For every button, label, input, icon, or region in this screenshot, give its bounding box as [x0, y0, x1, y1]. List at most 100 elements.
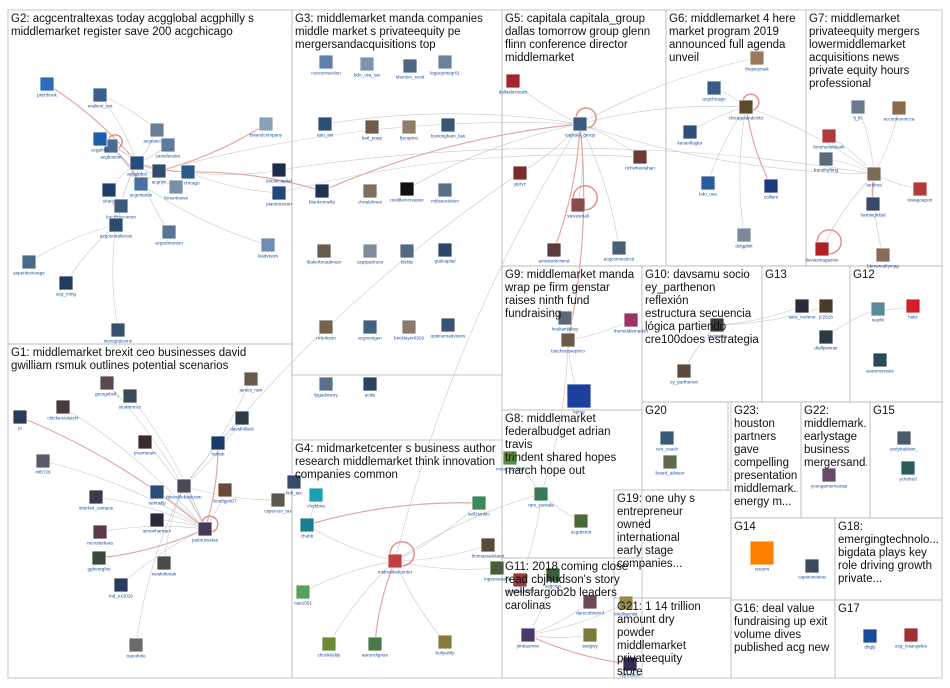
node-tranofolio[interactable]: tranofolio — [127, 637, 146, 659]
node-resilient_ent[interactable]: resilient_ent — [88, 87, 113, 109]
node-tarolma[interactable]: tarolma — [866, 166, 882, 188]
node-acgchicago[interactable]: acgchicago — [702, 80, 726, 102]
node-acgcentraltexas[interactable]: acgcentraltexas — [100, 217, 133, 239]
node-thomassaletaert[interactable]: thomassaletaert — [472, 537, 505, 559]
node-kenanflagler[interactable]: kenanflagler — [677, 124, 703, 146]
node-seanmorresie[interactable]: seanmorresie — [866, 352, 894, 374]
node-stevesmall[interactable]: stevesmall — [567, 197, 589, 219]
node-harbinglobal[interactable]: harbinglobal — [860, 196, 886, 218]
node-acgnatcapital[interactable]: acgnatcapital — [143, 122, 171, 144]
node-ind_ex2019[interactable]: ind_ex2019 — [109, 577, 133, 599]
node-bishlp[interactable]: bishlp — [399, 243, 415, 265]
node-backbaycomm[interactable]: backbaycomm — [106, 198, 136, 220]
node-ggheorghiu[interactable]: ggheorghiu — [88, 550, 111, 572]
node-gudcapital[interactable]: gudcapital — [435, 242, 456, 264]
node-aaronclignan[interactable]: aaronclignan — [362, 636, 389, 658]
node-midmarketcenter[interactable]: midmarketcenter — [378, 553, 413, 575]
node-ceoconnection[interactable]: ceoconnection — [311, 54, 341, 76]
node-tick_tax[interactable]: tick_tax — [286, 474, 302, 496]
node-cspencer_tax[interactable]: cspencer_tax — [264, 492, 292, 514]
node-bbmarealtymag[interactable]: bbmarealtymag — [867, 247, 899, 269]
node-tixasgoaporr[interactable]: tixasgoaporr — [907, 181, 933, 203]
node-camelendes[interactable]: camelendes — [156, 137, 181, 159]
node-loadvisors[interactable]: loadvisors — [258, 237, 279, 259]
node-chrtalehnes[interactable]: chrtalehnes — [358, 183, 383, 205]
node-board_advisor[interactable]: board_advisor — [655, 454, 685, 476]
node-mblssociation[interactable]: mblssociation — [431, 182, 459, 204]
node-acg_ming[interactable]: acg_ming — [56, 275, 76, 297]
node-hsbc[interactable]: hsbc — [905, 298, 921, 320]
node-fj_llc[interactable]: fj_llc — [850, 99, 866, 121]
node-sara_mohma[interactable]: sara_mohma — [789, 298, 816, 320]
node-mlb729[interactable]: mlb729 — [35, 453, 51, 475]
node-dhglp[interactable]: dhglp — [862, 628, 878, 650]
node-bdo_usa_tax[interactable]: bdo_usa_tax — [354, 56, 381, 78]
node-stuartnmcc[interactable]: stuartnmcc — [119, 388, 142, 410]
node-reuters[interactable]: reuters — [749, 540, 775, 572]
node-capitala_group[interactable]: capitala_group — [565, 116, 596, 138]
node-javierelio[interactable]: javierelio — [707, 317, 727, 339]
node-aspenbeverage[interactable]: aspenbeverage — [13, 254, 45, 276]
node-bdo_usa[interactable]: bdo_usa — [699, 175, 717, 197]
node-chubbna[interactable]: chubbna — [307, 487, 325, 509]
node-acgcmn[interactable]: acgcmn — [545, 567, 562, 589]
node-acgphilly[interactable]: acgphilly — [91, 131, 110, 153]
node-chubb[interactable]: chubb — [299, 517, 315, 539]
node-cbjhudson[interactable]: cbjhudson — [620, 656, 641, 678]
node-bisandcompany[interactable]: bisandcompany — [250, 116, 283, 138]
node-davidhillard[interactable]: davidhillard — [230, 410, 254, 432]
node-recruiterkara[interactable]: recruiterkara — [87, 524, 113, 546]
node-ukacg[interactable]: ukacg — [101, 182, 117, 204]
node-sell2smbtc[interactable]: sell2smbtc — [468, 495, 491, 517]
node-fjscapino[interactable]: fjscapino — [400, 119, 419, 141]
node-newkirkmak[interactable]: newkirkmak — [152, 555, 177, 577]
node-acgchicago[interactable]: acgchicago — [176, 164, 200, 186]
node-jo[interactable]: jo — [12, 409, 28, 431]
node-accordionmcca[interactable]: accordionmcca — [884, 100, 915, 122]
node-fromthufting[interactable]: fromthufting — [814, 151, 839, 173]
node-dallasbiznews[interactable]: dallasbiznews — [499, 73, 528, 95]
node-buckingham_law[interactable]: buckingham_law — [431, 117, 466, 139]
node-lngeniouschi[interactable]: lngeniouschi — [484, 560, 510, 582]
node-simonhartram[interactable]: simonhartram — [143, 512, 171, 534]
node-youngamericacap[interactable]: youngamericacap — [811, 467, 848, 489]
node-chickenzalatchi[interactable]: chickenzalatchi — [47, 399, 79, 421]
node-dtalfpwimer[interactable]: dtalfpwimer — [814, 329, 838, 351]
node-ychehed[interactable]: ychehed — [899, 460, 917, 482]
node-deviasmagazine[interactable]: deviasmagazine — [805, 241, 839, 263]
node-bricklayer0329[interactable]: bricklayer0329 — [394, 319, 424, 341]
node-karl_popp[interactable]: karl_popp — [362, 119, 383, 141]
node-georgebull_[interactable]: georgebull_ — [95, 375, 119, 397]
node-acgconnecticut[interactable]: acgconnecticut — [604, 240, 635, 262]
node-acgnyc[interactable]: acgnyc — [151, 163, 167, 185]
node-naa1051[interactable]: naa1051 — [294, 584, 312, 606]
node-plantemoran[interactable]: plantemoran — [266, 185, 292, 207]
node-darecobrishnf[interactable]: darecobrishnf — [576, 594, 605, 616]
node-yiprvc[interactable]: yiprvc — [512, 165, 528, 187]
node-ramusllp[interactable]: ramusllp — [148, 484, 166, 506]
node-colliers[interactable]: colliers — [763, 178, 779, 200]
node-ram_ais[interactable]: ram_ais — [317, 116, 334, 138]
node-jimbaumwr[interactable]: jimbaumwr — [516, 627, 540, 649]
node-pitchbook[interactable]: pitchbook — [37, 76, 58, 98]
node-ramuk[interactable]: ramuk — [210, 435, 226, 457]
node-acgorlando[interactable]: acgorlando — [130, 176, 153, 198]
node-ram_canada[interactable]: ram_canada — [528, 486, 554, 508]
node-chuckleddy[interactable]: chuckleddy — [318, 636, 342, 658]
node-blankromellp[interactable]: blankromellp — [309, 183, 335, 205]
node-middlemcreative[interactable]: middlemcreative — [390, 181, 424, 203]
node-forso4news[interactable]: forso4news — [164, 179, 188, 201]
node-wellsfargob2b[interactable]: wellsfargob2b — [506, 572, 535, 594]
node-acgedmonton[interactable]: acgedmonton — [155, 224, 183, 246]
node-james_ram[interactable]: james_ram — [239, 371, 263, 393]
node-acgnextgen[interactable]: acgnextgen — [358, 319, 382, 341]
node-chicagolandcmbr[interactable]: chicagolandcmbr — [729, 99, 764, 121]
node-amiekorkchimd[interactable]: amiekorkchimd — [539, 242, 570, 264]
node-tbakerbroadmoor[interactable]: tbakerbroadmoor — [307, 243, 342, 265]
node-hbrocklebankram[interactable]: hbrocklebankram — [166, 478, 202, 500]
node-acgdetroit[interactable]: acgdetroit — [571, 513, 592, 535]
node-joebrusselas[interactable]: joebrusselas — [191, 521, 219, 543]
node-jmorrisram[interactable]: jmorrisram — [133, 434, 156, 456]
node-capstonestrat[interactable]: capstonestrat — [798, 558, 827, 580]
node-jc2618[interactable]: jc2618 — [818, 298, 834, 320]
